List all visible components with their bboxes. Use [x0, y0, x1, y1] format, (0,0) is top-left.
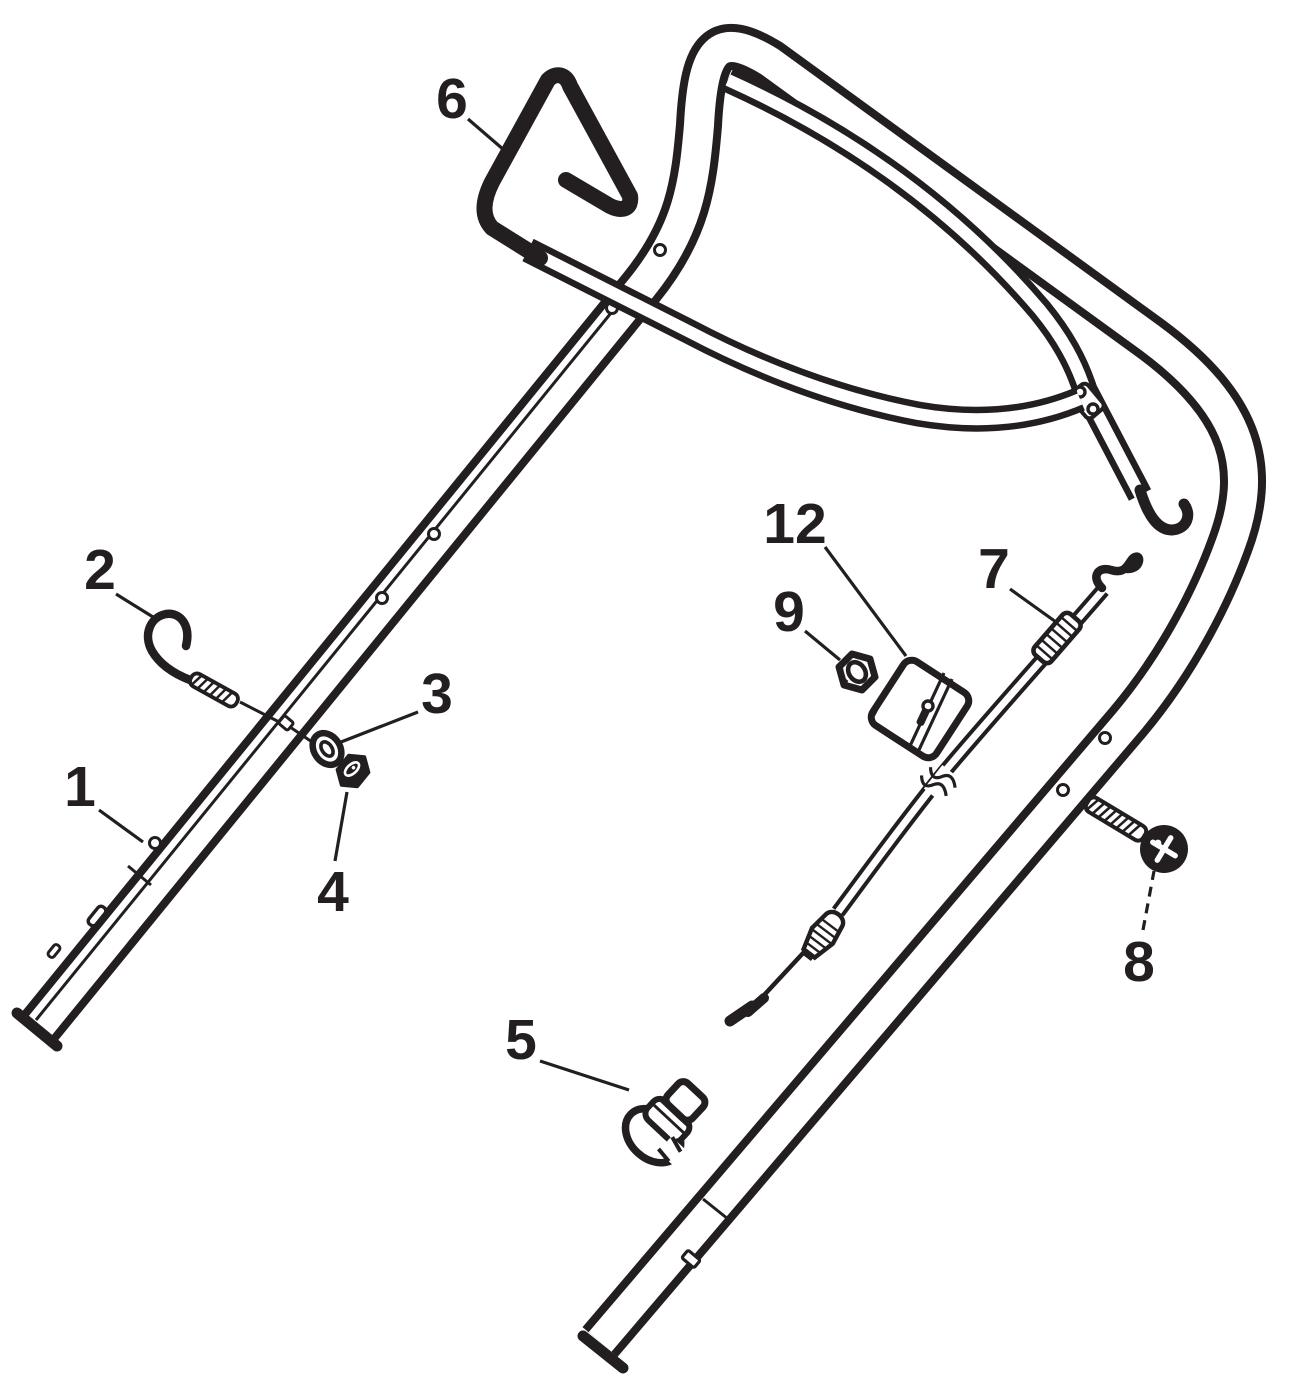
- leader-line-1: [98, 808, 144, 844]
- handle-end-cap-right: [577, 1330, 629, 1374]
- handle-tube-fill: [28, 32, 1259, 1352]
- left-leg-slot: [46, 904, 108, 959]
- part-label-4: 4: [317, 860, 349, 924]
- leader-line-7: [1009, 587, 1057, 624]
- cable-clip: [621, 1078, 709, 1168]
- leader-line-2: [115, 592, 154, 619]
- handle-hole-bumps: [148, 243, 1112, 850]
- clamp-block-slot: [916, 708, 930, 726]
- part-label-3: 3: [421, 662, 453, 726]
- leader-line-9: [803, 629, 842, 662]
- screw-shank: [1083, 795, 1149, 843]
- screw: [1083, 795, 1188, 873]
- cable-clamp-block: [867, 656, 973, 762]
- throttle-cable: [724, 552, 1144, 1027]
- part-label-8: 8: [1123, 930, 1155, 994]
- part-label-2: 2: [84, 538, 116, 602]
- lower-handle-tube: [11, 24, 1267, 1374]
- leader-line-4: [333, 791, 349, 862]
- leader-line-8: [1141, 870, 1156, 931]
- part-label-6: 6: [436, 67, 468, 131]
- hook-bolt-hook: [143, 609, 195, 685]
- part-label-12: 12: [763, 492, 826, 556]
- guide-wire-loop: [476, 67, 639, 266]
- cable-break-symbol: [919, 765, 959, 801]
- part-label-7: 7: [978, 537, 1010, 601]
- hook-bolt-threads: [188, 671, 240, 709]
- cable-z-fitting: [1092, 552, 1144, 593]
- part-label-9: 9: [773, 580, 805, 644]
- right-leg-cross-line: [702, 1197, 729, 1221]
- left-leg-mount-tab: [277, 714, 295, 732]
- leader-line-12: [823, 546, 908, 657]
- clamp-block-groove-2: [916, 678, 954, 753]
- hook-bolt: [143, 609, 290, 729]
- cross-bar-fill: [725, 74, 1146, 498]
- lock-nut: [335, 753, 371, 789]
- right-leg-tab: [680, 1249, 702, 1269]
- washer: [277, 714, 345, 769]
- left-leg-cross-line: [127, 864, 152, 887]
- part-label-1: 1: [64, 755, 96, 819]
- part-label-5: 5: [505, 1008, 537, 1072]
- cable-adjuster-barrel: [1031, 610, 1083, 666]
- guide-wire-tail-fill: [525, 244, 1083, 426]
- cable-adjuster-nut: [800, 909, 846, 961]
- cable-guide-wire: [476, 67, 1085, 432]
- flange-nut: [835, 650, 879, 694]
- leader-line-5: [539, 1059, 630, 1092]
- cross-bar-j-hook: [1134, 484, 1194, 536]
- left-leg-seam-line: [34, 296, 626, 1021]
- leader-line-6: [466, 117, 506, 152]
- clamp-block-edge-line: [872, 688, 889, 716]
- upper-cross-bar: [722, 68, 1194, 536]
- handle-end-cap-left: [11, 1007, 63, 1052]
- leader-line-3: [340, 710, 419, 744]
- cable-z-end: [724, 993, 769, 1027]
